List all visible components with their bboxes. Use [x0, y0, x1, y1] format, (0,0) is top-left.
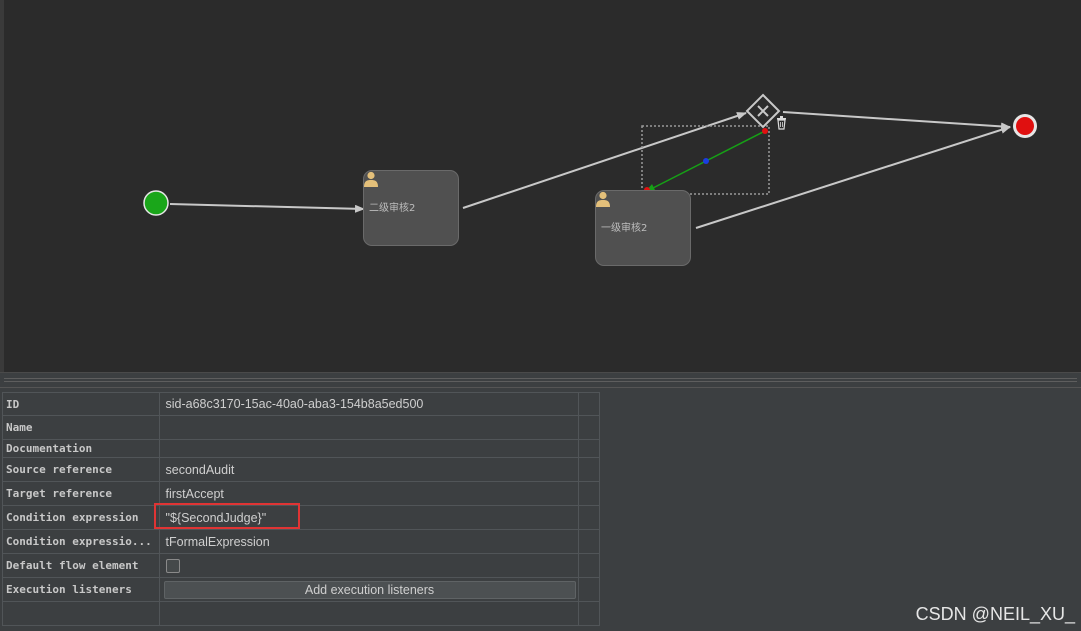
property-value-condition-expression[interactable]: "${SecondJudge}": [158, 505, 579, 530]
property-name: Condition expression: [2, 505, 160, 530]
property-row-target-reference: Target reference firstAccept: [2, 481, 601, 506]
property-name: Condition expressio...: [2, 529, 160, 554]
start-event-icon[interactable]: [143, 190, 169, 216]
selection-box: [641, 125, 770, 195]
property-name: Default flow element: [2, 553, 160, 578]
sequence-flow-start-to-second-audit[interactable]: [169, 203, 365, 213]
property-row-name: Name: [2, 415, 601, 440]
property-name: Documentation: [2, 439, 160, 458]
splitter-grip: [4, 378, 1077, 382]
property-name: Target reference: [2, 481, 160, 506]
user-task-first-accept[interactable]: 一级审核2: [595, 190, 691, 266]
property-value-source-reference[interactable]: secondAudit: [158, 457, 579, 482]
trash-icon[interactable]: [777, 116, 786, 130]
task-label: 二级审核2: [369, 203, 416, 214]
properties-table: ID sid-a68c3170-15ac-40a0-aba3-154b8a5ed…: [2, 392, 601, 626]
property-name: Source reference: [2, 457, 160, 482]
user-icon: [364, 171, 378, 187]
property-row-id: ID sid-a68c3170-15ac-40a0-aba3-154b8a5ed…: [2, 392, 601, 416]
property-value-name[interactable]: [158, 415, 579, 440]
task-label: 一级审核2: [601, 223, 648, 234]
flow-diagram: [143, 93, 1037, 229]
watermark: CSDN @NEIL_XU_: [915, 604, 1075, 624]
property-name: Name: [2, 415, 160, 440]
property-value-target-reference[interactable]: firstAccept: [158, 481, 579, 506]
user-icon: [596, 191, 610, 207]
sequence-flow-gateway-to-end[interactable]: [782, 111, 1011, 131]
end-event-icon[interactable]: [1013, 114, 1037, 138]
property-value-default-flow-element: [158, 553, 579, 578]
flow-handle-start[interactable]: [762, 128, 768, 134]
flow-handle-midpoint[interactable]: [703, 158, 709, 164]
property-row-condition-expression: Condition expression "${SecondJudge}": [2, 505, 601, 530]
property-row-condition-expression-type: Condition expressio... tFormalExpression: [2, 529, 601, 554]
panel-splitter[interactable]: [0, 372, 1081, 388]
property-value-condition-expression-type[interactable]: tFormalExpression: [158, 529, 579, 554]
property-row-empty: [2, 601, 601, 626]
property-name: Execution listeners: [2, 577, 160, 602]
selected-sequence-flow[interactable]: [644, 130, 766, 193]
exclusive-gateway-icon[interactable]: [745, 93, 781, 129]
property-row-default-flow-element: Default flow element: [2, 553, 601, 578]
property-value-id[interactable]: sid-a68c3170-15ac-40a0-aba3-154b8a5ed500: [158, 392, 579, 416]
sequence-flow-second-audit-to-gateway[interactable]: [462, 112, 747, 209]
property-name: ID: [2, 392, 160, 416]
property-value-execution-listeners: Add execution listeners: [158, 577, 579, 602]
property-row-source-reference: Source reference secondAudit: [2, 457, 601, 482]
bpmn-canvas[interactable]: 二级审核2 一级审核2: [0, 0, 1081, 372]
property-row-execution-listeners: Execution listeners Add execution listen…: [2, 577, 601, 602]
property-value-documentation[interactable]: [158, 439, 579, 458]
add-execution-listeners-button[interactable]: Add execution listeners: [163, 580, 576, 599]
user-task-second-audit[interactable]: 二级审核2: [363, 170, 459, 246]
property-row-documentation: Documentation: [2, 439, 601, 458]
sequence-flow-first-accept-to-end[interactable]: [695, 125, 1011, 229]
default-flow-checkbox[interactable]: [165, 558, 180, 573]
properties-panel: ID sid-a68c3170-15ac-40a0-aba3-154b8a5ed…: [0, 388, 1081, 631]
